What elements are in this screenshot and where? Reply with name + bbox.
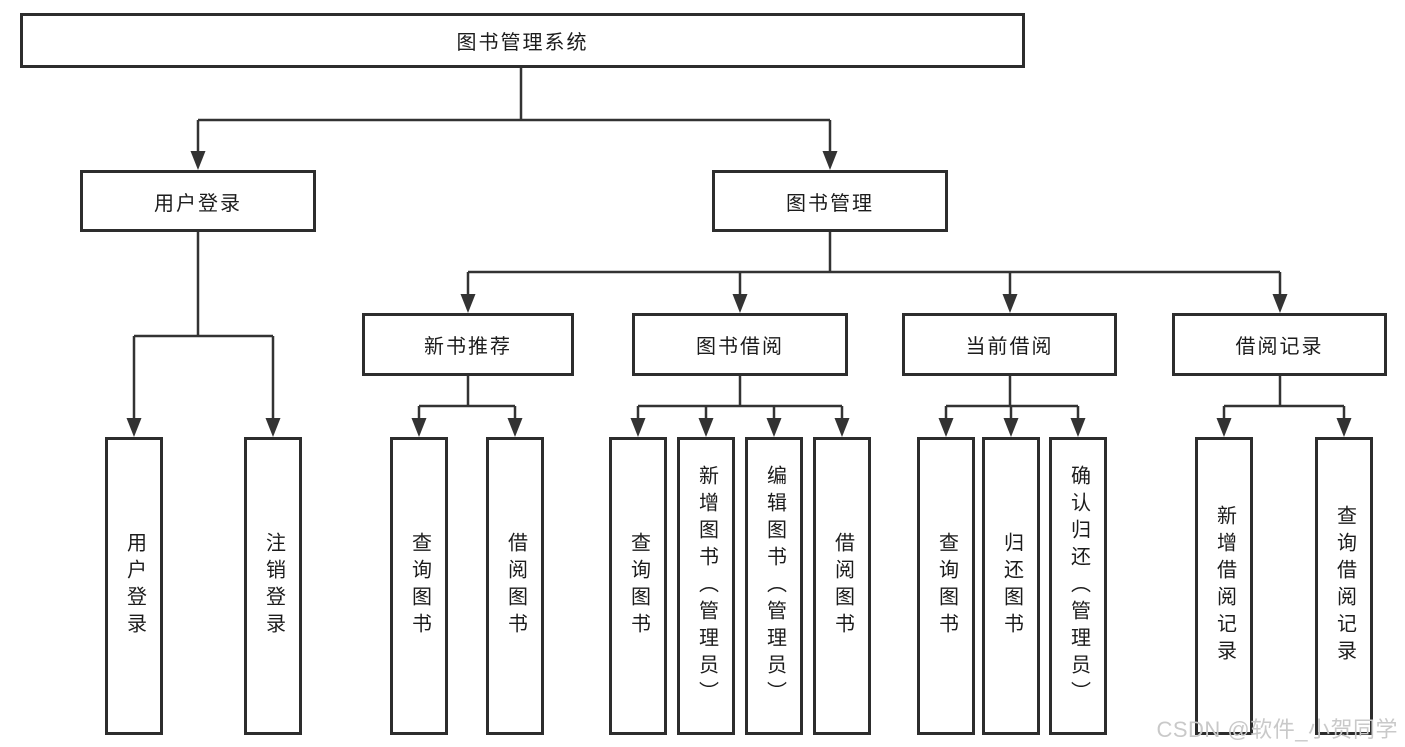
node-current-borrowing: 当前借阅 [902,313,1117,376]
leaf-return-books: 归还图书 [982,437,1040,735]
node-label: 查询图书 [935,532,958,640]
node-label: 确认归还（管理员） [1067,464,1090,708]
node-book-borrowing: 图书借阅 [632,313,848,376]
node-label: 图书管理 [786,192,874,215]
edge-new-book-children [417,376,517,418]
node-label: 图书管理系统 [456,32,589,54]
leaf-query-books-borrow: 查询图书 [609,437,667,735]
edge-current-borrow-children [944,376,1080,418]
node-label: 新增图书（管理员） [695,464,718,708]
node-label: 注销登录 [262,532,285,640]
edge-book-borrow-children [636,376,844,418]
node-label: 查询借阅记录 [1333,505,1356,667]
node-label: 新增借阅记录 [1213,505,1236,667]
node-label: 归还图书 [1000,532,1023,640]
edge-book-management-children [466,232,1282,294]
leaf-borrow-books-recommend: 借阅图书 [486,437,544,735]
leaf-query-books-current: 查询图书 [917,437,975,735]
node-label: 借阅记录 [1235,336,1324,358]
csdn-watermark: CSDN @软件_小贺同学 [1156,717,1398,742]
node-label: 新书推荐 [424,336,512,358]
leaf-add-borrow-record: 新增借阅记录 [1195,437,1253,735]
node-label: 查询图书 [408,532,431,640]
edge-borrow-records-children [1222,376,1346,418]
node-book-management-system: 图书管理系统 [20,13,1025,68]
leaf-confirm-return-admin: 确认归还（管理员） [1049,437,1107,735]
node-new-book-recommendation: 新书推荐 [362,313,574,376]
node-book-management: 图书管理 [712,170,948,232]
leaf-query-borrow-record: 查询借阅记录 [1315,437,1373,735]
node-label: 用户登录 [154,192,242,215]
node-borrowing-records: 借阅记录 [1172,313,1387,376]
leaf-edit-books-admin: 编辑图书（管理员） [745,437,803,735]
leaf-query-books-recommend: 查询图书 [390,437,448,735]
leaf-borrow-books: 借阅图书 [813,437,871,735]
node-user-login: 用户登录 [80,170,316,232]
node-label: 借阅图书 [504,532,527,640]
node-label: 编辑图书（管理员） [763,464,786,708]
node-label: 当前借阅 [965,336,1054,358]
leaf-user-login: 用户登录 [105,437,163,735]
edge-user-login-children [132,232,275,418]
node-label: 图书借阅 [696,336,784,358]
node-label: 借阅图书 [831,532,854,640]
leaf-add-books-admin: 新增图书（管理员） [677,437,735,735]
leaf-logout: 注销登录 [244,437,302,735]
edge-root-to-level2 [196,68,832,151]
node-label: 查询图书 [627,532,650,640]
node-label: 用户登录 [123,532,146,640]
